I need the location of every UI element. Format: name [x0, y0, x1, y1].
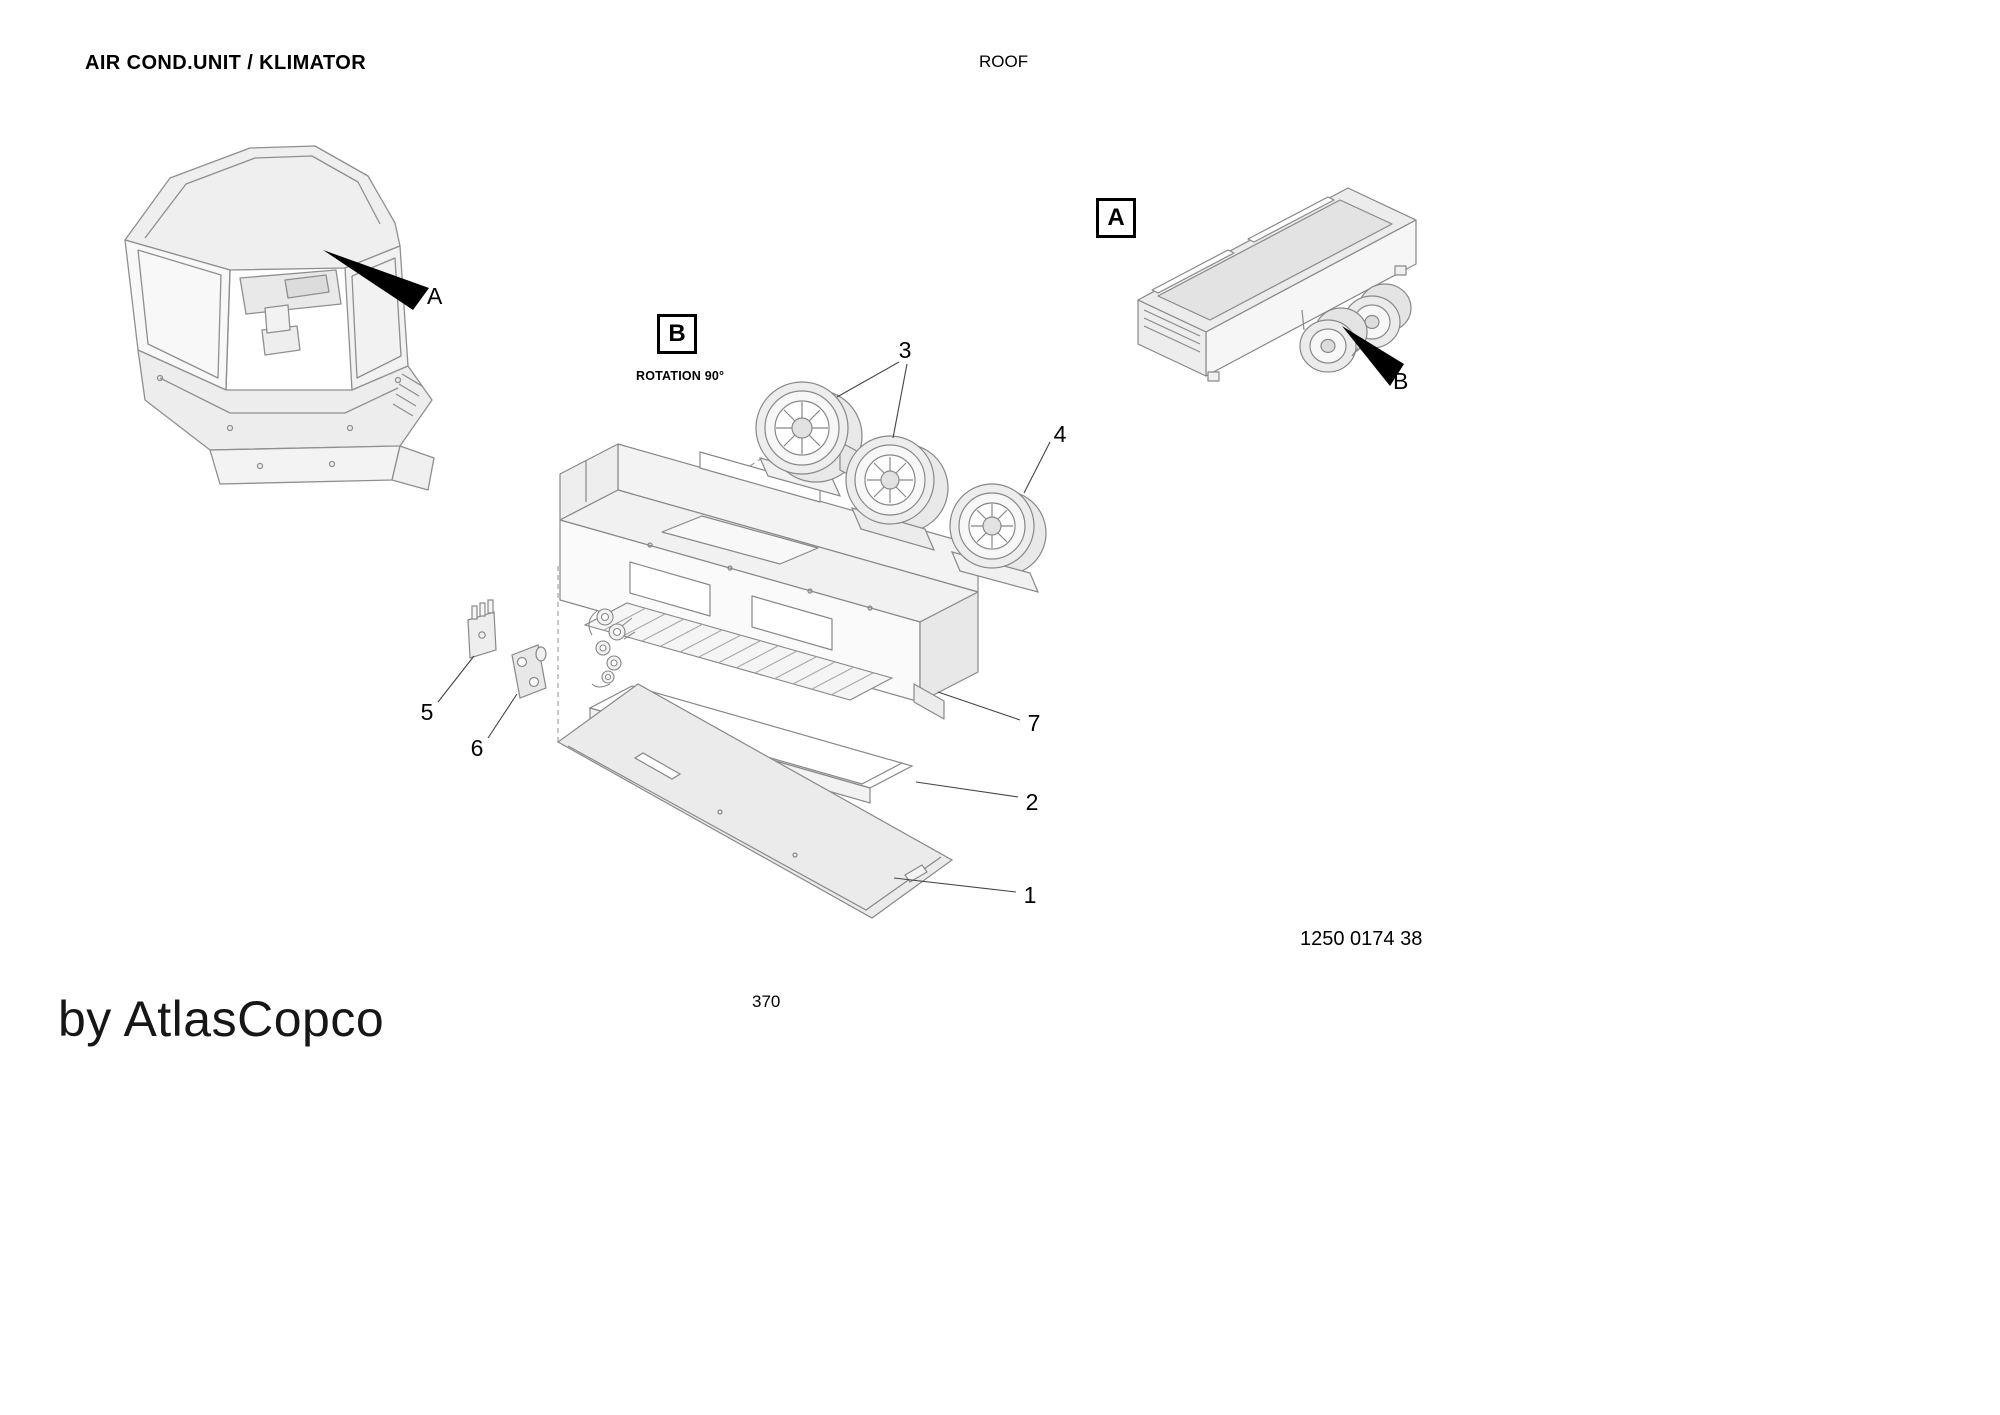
exploded-view-drawing: 3 4 7 2 1 5 6	[421, 337, 1067, 919]
bracket-part	[467, 599, 497, 659]
assembled-unit-blowers	[1299, 283, 1412, 373]
refrigerant-fittings	[588, 608, 636, 688]
callout-leader-lines	[437, 361, 1051, 893]
cab-overview-drawing	[124, 145, 435, 491]
arrow-b-shape	[1342, 326, 1404, 386]
cab-arrow-a	[323, 250, 429, 310]
assembled-unit-drawing	[1137, 187, 1417, 386]
bottom-cover-panel	[556, 683, 954, 919]
callout-2: 2	[1026, 789, 1039, 815]
rotation-note: ROTATION 90°	[636, 369, 725, 383]
page-number: 370	[752, 992, 781, 1011]
callout-3: 3	[899, 337, 912, 363]
arrow-label-a: A	[427, 283, 443, 309]
view-a-box: A	[1096, 198, 1136, 238]
view-b-box: B	[657, 314, 697, 354]
callout-4: 4	[1054, 421, 1067, 447]
cab-wireframe	[124, 145, 435, 491]
callout-1: 1	[1024, 882, 1037, 908]
view-b-letter: B	[668, 320, 686, 347]
evaporator-coil	[583, 602, 894, 701]
view-a-letter: A	[1107, 204, 1125, 231]
callout-6: 6	[471, 735, 484, 761]
page-title: AIR COND.UNIT / KLIMATOR	[85, 52, 367, 74]
twin-blower-assembly	[755, 381, 949, 551]
arrow-label-b: B	[1393, 368, 1409, 394]
arrow-a-shape	[323, 250, 429, 310]
part-number: 1250 0174 38	[1300, 928, 1423, 950]
housing-frame	[559, 443, 979, 720]
expansion-valve-part	[511, 644, 547, 699]
callout-5: 5	[421, 699, 434, 725]
assembled-unit-body	[1137, 187, 1417, 382]
section-label: ROOF	[979, 52, 1029, 71]
callout-7: 7	[1028, 710, 1041, 736]
brand-text: by AtlasCopco	[58, 991, 385, 1047]
single-blower-assembly	[949, 483, 1047, 593]
